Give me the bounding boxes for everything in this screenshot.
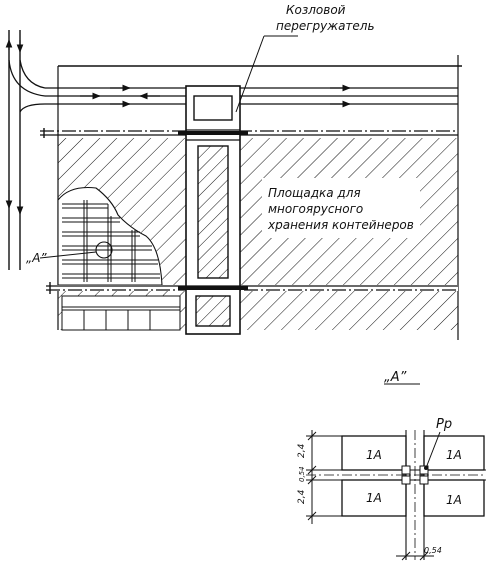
view-marker-section: „А” [384,370,407,385]
detail-label-top-left: 1А [366,448,382,462]
dim-054-bottom: 0,54 [424,546,442,555]
detail-a: 1А 1А 1А 1А 2,4 0,54 2,4 0,54 Pp [297,417,486,561]
gantry-crane [178,85,248,335]
crane-label-line1: Козловой [286,3,346,17]
detail-label-bottom-left: 1А [366,491,382,505]
dim-054-left: 0,54 [298,466,306,482]
crane-leader-line [235,35,265,113]
area-label-line3: хранения контейнеров [267,218,414,232]
crane-rail-bottom [46,282,458,294]
detail-container-top-left [341,435,407,471]
crane-rail-top [40,128,458,138]
dim-24-bottom: 2,4 [297,489,307,504]
crane-label-line2: перегружатель [276,19,375,33]
lower-container-row [61,295,181,331]
cutaway-containers [39,186,163,286]
view-marker-left: „А” [26,251,47,265]
pp-label: Pp [436,417,452,432]
area-label-line1: Площадка для [268,186,361,200]
detail-label-top-right: 1А [446,448,462,462]
detail-container-top-right [423,435,485,471]
left-tracks [5,30,46,270]
detail-label-bottom-right: 1А [446,493,462,507]
dim-24-top: 2,4 [297,443,307,458]
area-label-line2: многоярусного [268,202,363,216]
